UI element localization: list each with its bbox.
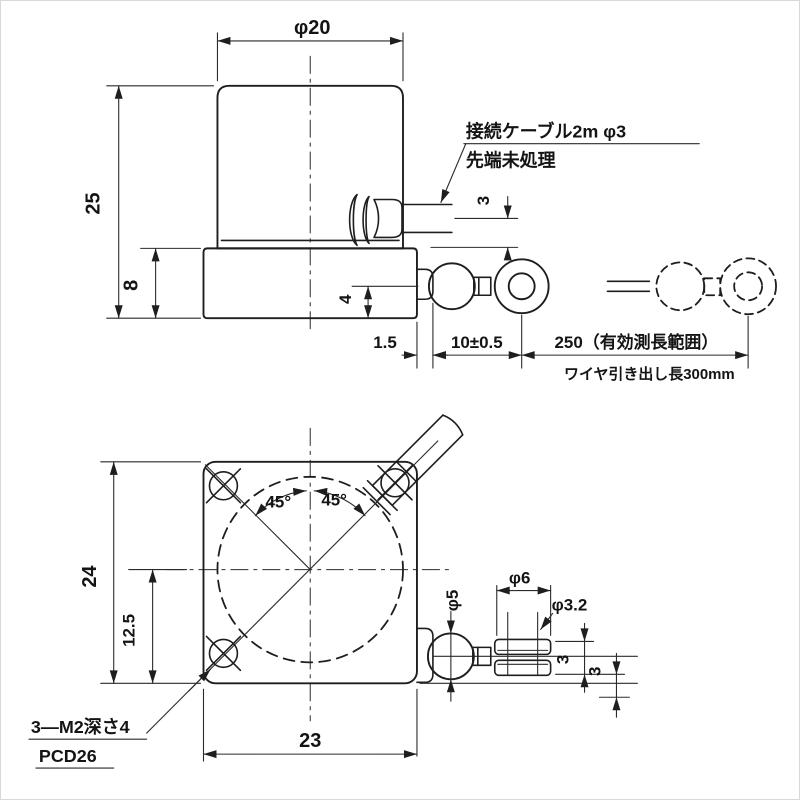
screw-note: 3—M2深さ4 PCD26 [28,716,148,769]
mounting-hole-top-right [377,465,413,501]
cable-note-line1: 接続ケーブル2m φ3 [466,121,626,142]
dimension-3-eyelet: 3 [554,622,625,693]
dimension-3-offset: 3 [585,652,630,718]
wire-outlet-boss [416,268,434,301]
screw-note-line2: PCD26 [39,746,97,766]
mounting-hole-bottom-left [205,635,242,672]
angle-dimensions: 45° 45° [254,487,366,517]
wire-end-extended [606,257,777,316]
cable-gland [348,193,403,247]
eyelet-disc-top [493,638,552,656]
dimension-phi6: φ6 [496,569,552,636]
dim-3-eyelet-label: 3 [554,655,573,664]
cable-note-line2: 先端未処理 [466,150,556,171]
wire-eyelet-extended-hole [733,271,763,302]
dimension-3-cable: 3 [430,196,519,261]
dimension-23: 23 [202,688,418,762]
mounting-hole-top-left [205,468,242,504]
dimension-25: 25 [83,85,215,319]
dimension-24: 24 [79,461,202,684]
eyelet-disc-bottom [493,659,552,677]
dim-phi5-label: φ5 [443,590,462,612]
drum-hidden-circle [216,475,404,664]
dim-phi3p2-label: φ3.2 [552,595,588,614]
front-view: 接続ケーブル2m φ3 先端未処理 φ20 25 8 4 [83,17,777,383]
dimension-phi3p2: φ3.2 [540,595,588,630]
base-block-outline [202,247,418,320]
bottom-view: 45° 45° 24 12.5 23 3—M2深さ4 PCD26 [28,414,638,769]
dimension-phi5: φ5 [443,590,462,702]
dim-25-label: 25 [83,192,105,214]
dim-phi20-label: φ20 [294,17,330,39]
wire-connector-bottom-view [472,646,492,667]
dimension-8: 8 [121,247,202,319]
cable-annotation: 接続ケーブル2m φ3 先端未処理 [440,121,700,204]
dim-3-offset-label: 3 [585,667,604,676]
screw-note-line1: 3—M2深さ4 [31,716,130,737]
dimension-row: 1.5 10±0.5 250（有効測長範囲） ワイヤ引き出し長300mm [373,302,749,383]
diagonal-line-upper-left [204,464,311,571]
dim-phi6-label: φ6 [509,569,531,588]
wire-connector [473,276,492,297]
wire-connector-extended [703,277,722,297]
angle-left-label: 45° [265,493,291,512]
dimension-12p5: 12.5 [120,569,188,684]
dim-10-label: 10±0.5 [451,333,503,352]
angle-right-label: 45° [321,491,347,510]
outlet-boss-bottom-view [416,627,434,684]
wire-ball [427,262,476,311]
dim-23-label: 23 [299,730,321,752]
drum-body-outline [216,84,404,250]
diagonal-arrow [187,668,212,692]
dim-12p5-label: 12.5 [120,614,139,647]
mounting-plate-outline [202,460,418,685]
wire-ball-extended [655,261,706,312]
wire-eyelet-outer [493,258,550,315]
wire-end-solid [427,258,550,315]
wire-end-side-detail [416,611,638,684]
wire-eyelet-extended-outer [719,257,777,316]
dim-250-label: 250（有効測長範囲） [555,332,719,352]
dimension-phi20: φ20 [216,17,404,82]
dim-4-label: 4 [336,294,355,304]
wire-eyelet-hole [507,272,536,301]
dim-1p5-label: 1.5 [373,333,397,352]
dim-8-label: 8 [121,280,143,291]
wire-length-note: ワイヤ引き出し長300mm [564,365,735,383]
dim-3-cable-label: 3 [474,196,493,205]
dim-24-label: 24 [79,565,101,587]
dimension-4: 4 [336,285,419,319]
